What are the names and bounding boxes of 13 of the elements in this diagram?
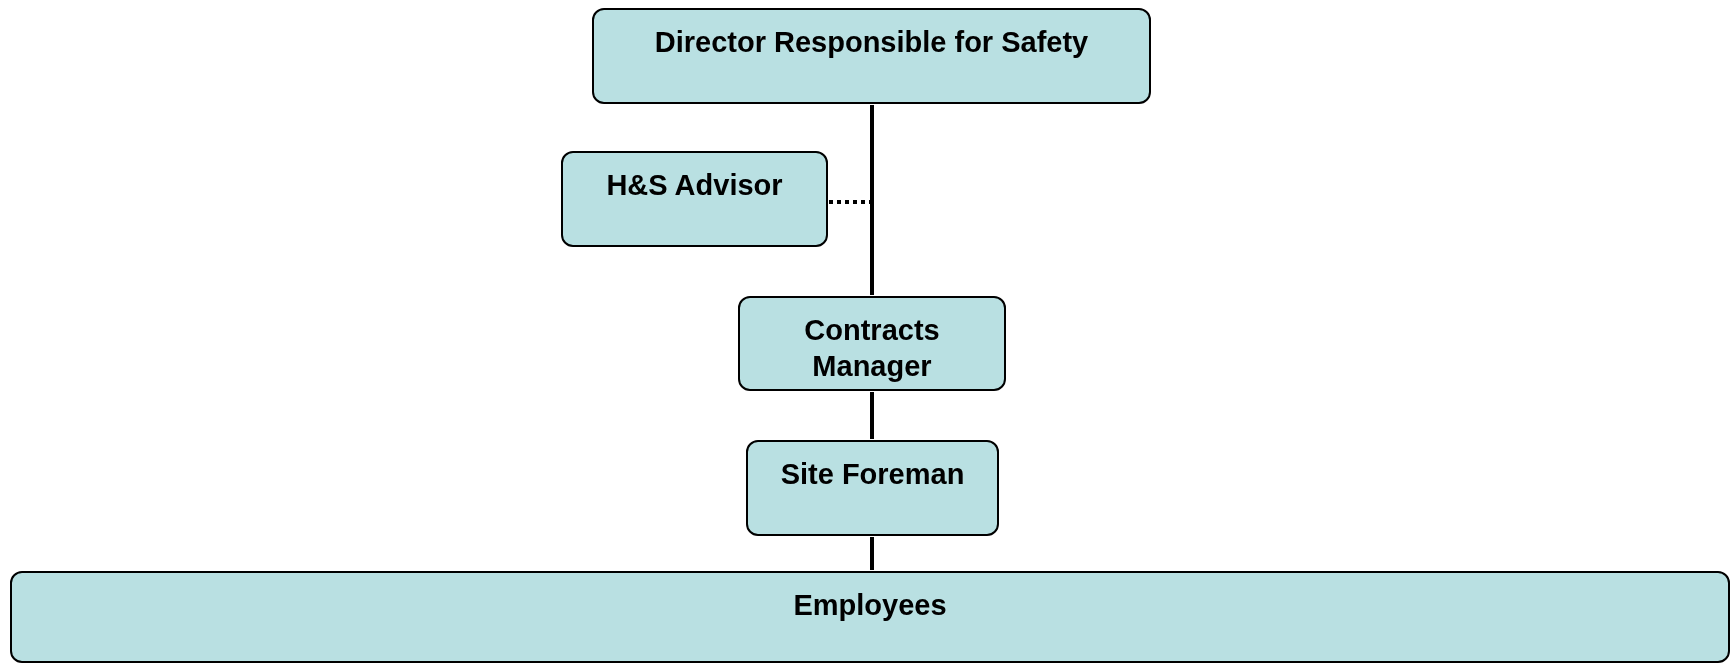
org-box <box>10 571 1730 663</box>
role-label: Director Responsible for Safety <box>654 25 1089 60</box>
role-label: Site Foreman <box>780 457 965 492</box>
org-box <box>738 296 1006 391</box>
role-label: Contracts Manager <box>803 313 941 384</box>
org-box <box>592 8 1151 104</box>
role-label: H&S Advisor <box>606 168 783 203</box>
connector-line <box>870 392 874 439</box>
role-label: Employees <box>793 588 947 623</box>
org-box <box>746 440 999 536</box>
dotted-connector <box>829 105 874 204</box>
org-box <box>561 151 828 247</box>
connector-line <box>870 537 874 570</box>
